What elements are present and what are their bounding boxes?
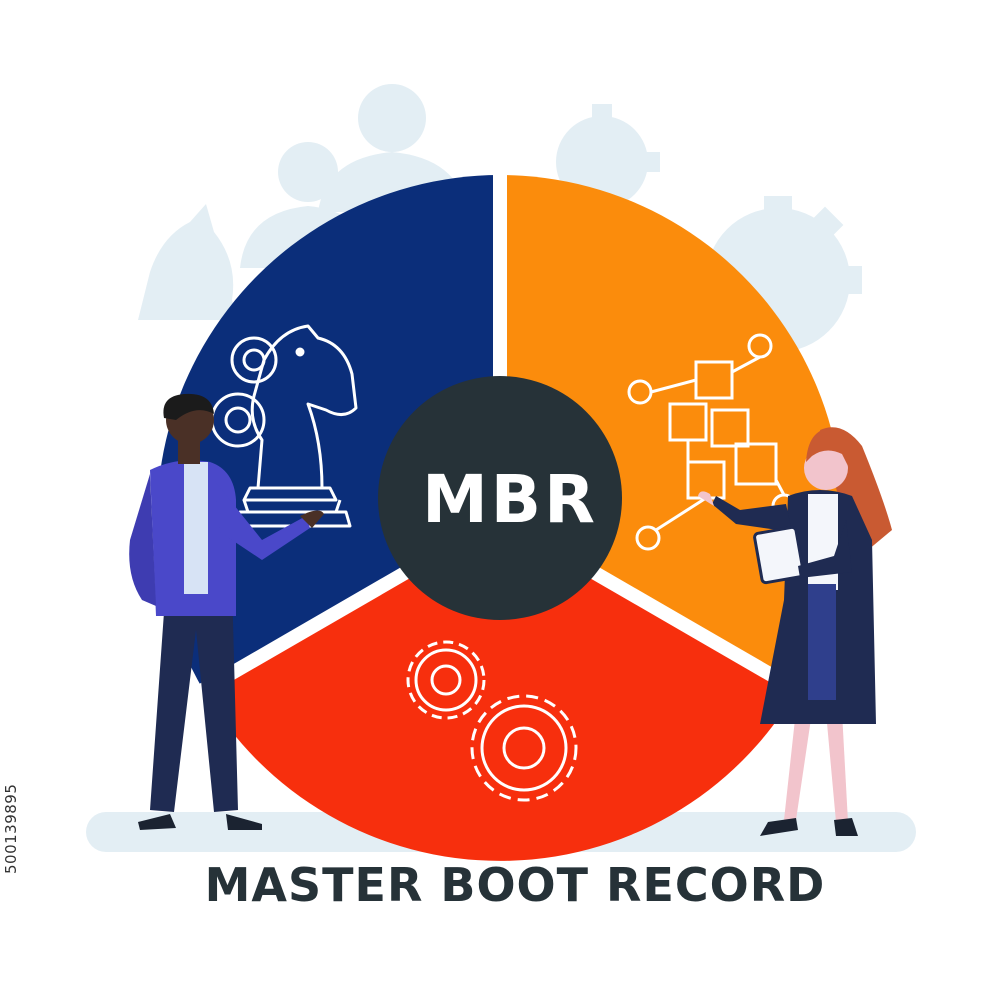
segment-operations	[203, 518, 797, 861]
center-circle	[378, 376, 622, 620]
stock-id-label: 500139895	[2, 783, 20, 874]
acronym-label: MBR	[422, 461, 598, 538]
background-decorations	[86, 84, 916, 852]
full-title: MASTER BOOT RECORD	[204, 858, 826, 912]
gears-icon	[406, 640, 578, 802]
chess-piece-silhouette-icon	[138, 204, 238, 320]
woman-with-tablet-figure	[698, 427, 892, 836]
man-presenter-figure	[129, 393, 324, 830]
